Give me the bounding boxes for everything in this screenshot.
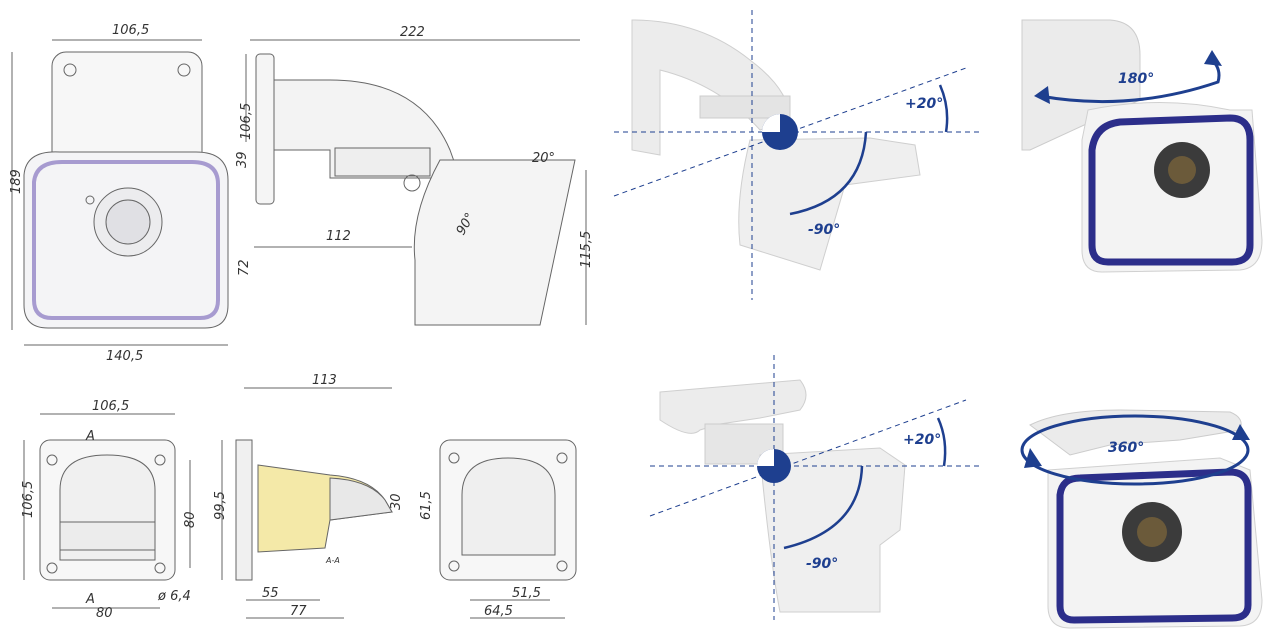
tilt-up-label-top: +20°	[905, 96, 943, 112]
section-d1-label: 55	[262, 586, 279, 601]
front-height-label: 189	[9, 169, 24, 194]
section-marker-bottom: A	[85, 592, 95, 607]
plate-drawing	[23, 413, 191, 609]
section-h2-label: 30	[389, 493, 404, 510]
back-d2-label: 64,5	[484, 604, 513, 619]
front-view-drawing	[11, 39, 229, 346]
front-base-width-label: 140,5	[106, 349, 143, 364]
side-tilt-label: 20°	[532, 151, 555, 166]
section-marker-top: A	[85, 429, 95, 444]
side-reach-label: 112	[326, 229, 351, 244]
side-h2-label: 39	[235, 151, 250, 168]
side-h1-label: 106,5	[239, 103, 254, 140]
front-width-label: 106,5	[112, 23, 149, 38]
section-label: A-A	[325, 556, 340, 565]
camera-rotation-photo-bottom	[1020, 409, 1263, 629]
camera-rotation-photo-top	[1021, 19, 1263, 273]
back-view-drawing	[439, 439, 577, 619]
tilt-down-label-bottom: -90°	[806, 556, 838, 572]
section-length-label: 113	[312, 373, 337, 388]
rotation-label-top: 180°	[1118, 71, 1154, 87]
plate-width-label: 106,5	[92, 399, 129, 414]
plate-height-label: 106,5	[21, 481, 36, 518]
back-d1-label: 51,5	[512, 586, 541, 601]
side-h4-label: 115,5	[579, 231, 594, 268]
plate-hole-spacing-label: 80	[183, 511, 198, 528]
side-view-drawing	[245, 39, 587, 326]
camera-side-tilt-photo-top	[613, 10, 980, 300]
side-h3-label: 72	[237, 259, 252, 276]
plate-bottom-label: 80	[96, 606, 113, 621]
side-length-label: 222	[400, 25, 425, 40]
tilt-down-label-top: -90°	[808, 222, 840, 238]
tilt-up-label-bottom: +20°	[903, 432, 941, 448]
section-h3-label: 61,5	[419, 491, 434, 520]
camera-side-tilt-photo-bottom	[649, 355, 980, 620]
section-h1-label: 99,5	[213, 491, 228, 520]
section-drawing	[221, 387, 393, 619]
section-d2-label: 77	[290, 604, 307, 619]
rotation-label-bottom: 360°	[1108, 440, 1144, 456]
plate-hole-label: ø 6,4	[157, 589, 191, 604]
